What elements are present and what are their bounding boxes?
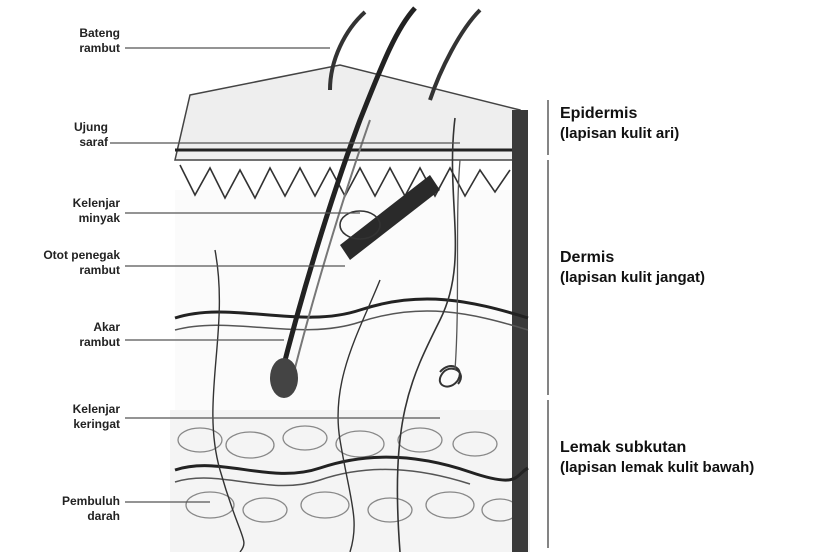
label-text: Otot penegak [0,248,120,263]
label-text: keringat [0,417,120,432]
label-nerve-ending: Ujung saraf [0,120,108,150]
label-text: Pembuluh [0,494,120,509]
label-hair-root: Akar rambut [0,320,120,350]
skin-surface [175,65,520,160]
label-text: darah [0,509,120,524]
layer-desc: (lapisan lemak kulit bawah) [560,458,754,478]
label-text: Akar [0,320,120,335]
label-text: rambut [0,335,120,350]
label-erector-muscle: Otot penegak rambut [0,248,120,278]
hair-shaft-3 [430,10,480,100]
label-text: Kelenjar [0,196,120,211]
label-blood-vessel: Pembuluh darah [0,494,120,524]
layer-name: Dermis [560,248,705,268]
label-text: saraf [0,135,108,150]
layer-desc: (lapisan kulit ari) [560,124,679,144]
layer-epidermis: Epidermis (lapisan kulit ari) [560,104,679,144]
section-edge [512,110,528,552]
label-sebaceous-gland: Kelenjar minyak [0,196,120,226]
label-text: Bateng [0,26,120,41]
layer-desc: (lapisan kulit jangat) [560,268,705,288]
dermis-fill [175,190,515,410]
label-text: minyak [0,211,120,226]
label-text: rambut [0,263,120,278]
label-sweat-gland: Kelenjar keringat [0,402,120,432]
fat-layer-fill [170,410,530,552]
layer-name: Epidermis [560,104,679,124]
layer-name: Lemak subkutan [560,438,754,458]
label-text: Ujung [0,120,108,135]
label-text: rambut [0,41,120,56]
layer-dermis: Dermis (lapisan kulit jangat) [560,248,705,288]
hair-bulb [270,358,298,398]
layer-subcutaneous: Lemak subkutan (lapisan lemak kulit bawa… [560,438,754,478]
label-text: Kelenjar [0,402,120,417]
label-hair-shaft: Bateng rambut [0,26,120,56]
